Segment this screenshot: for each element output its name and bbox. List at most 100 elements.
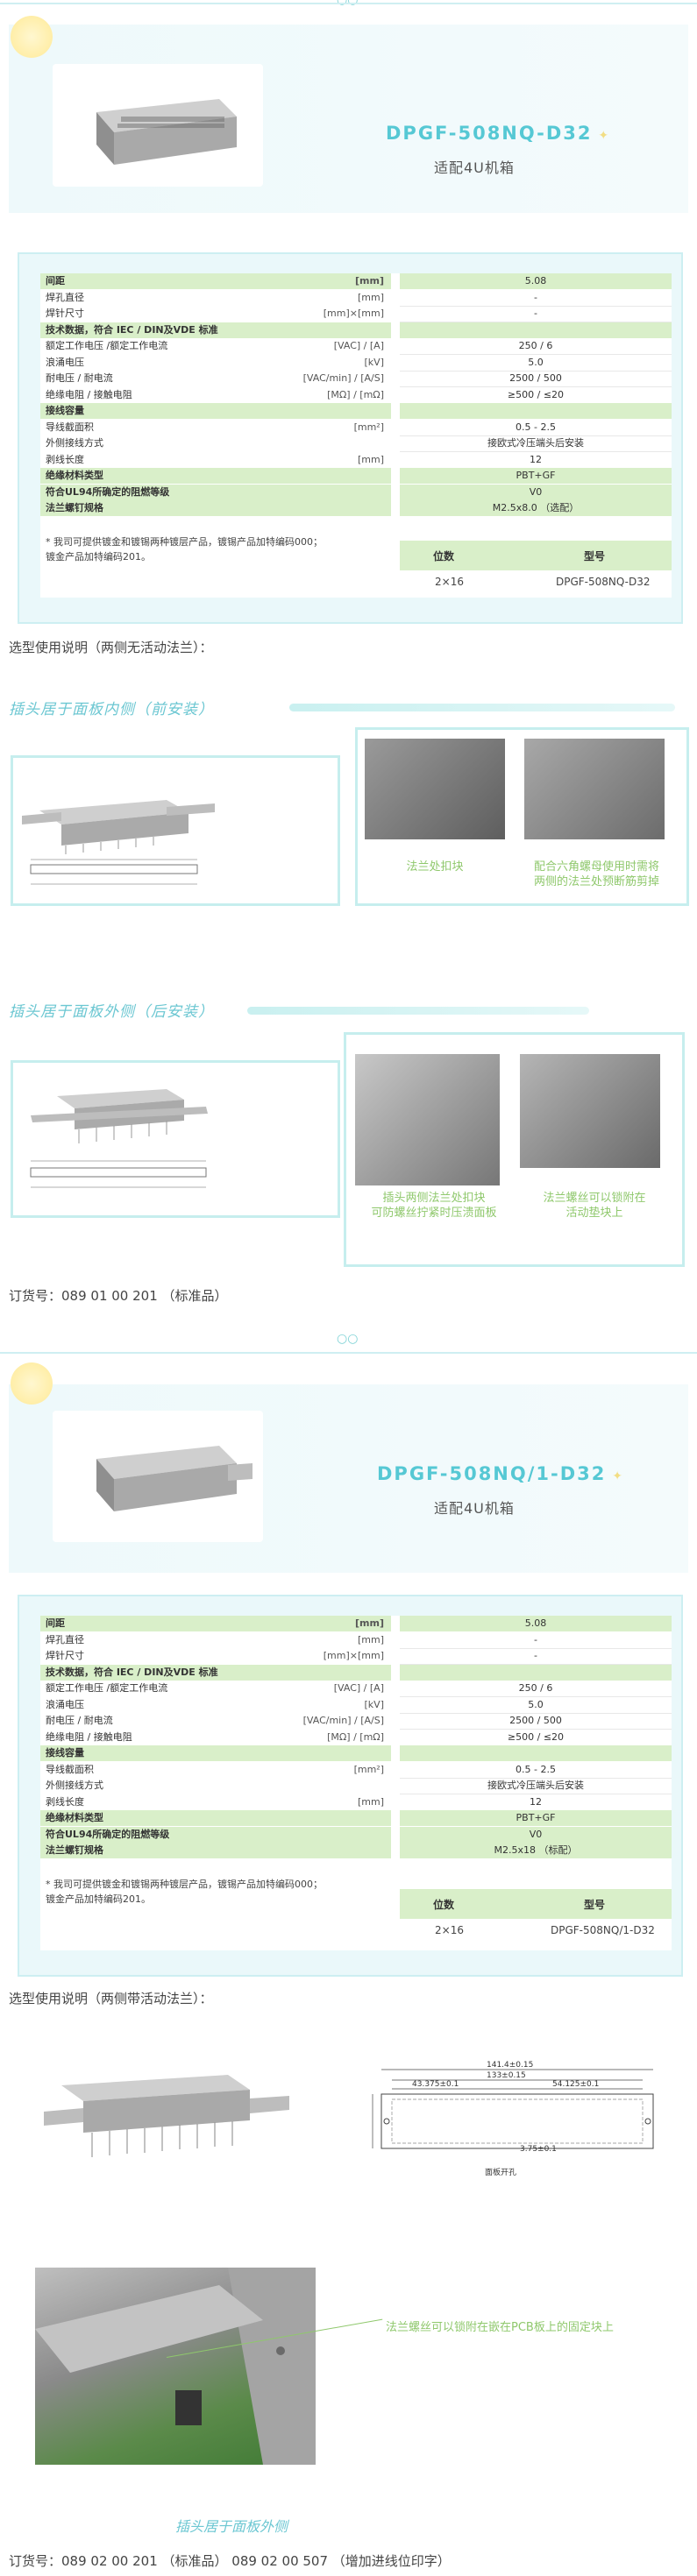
param-list-2: 间距 [mm] 焊孔直径 [mm] 焊针尺寸 [mm]×[mm] 技术数据，符合 IEC /… <box>40 1616 391 1861</box>
param-value: 250 / 6 <box>400 1681 672 1697</box>
param-row: 绝缘材料类型 <box>40 1810 391 1826</box>
param-unit: [mm²] <box>353 1763 384 1775</box>
param-unit: [mm] <box>357 1633 384 1645</box>
photo-hex-nut <box>524 739 665 839</box>
param-unit: [mm] <box>355 1617 384 1629</box>
photo-card-outer: 插头两侧法兰处扣块 可防螺丝拧紧时压溃面板 法兰螺丝可以锁附在 活动垫块上 <box>344 1032 685 1267</box>
param-row: 法兰螺钉规格 <box>40 1843 391 1858</box>
param-row: 导线截面积 [mm²] <box>40 420 391 435</box>
product-subtitle-1: 适配4U机箱 <box>434 159 515 176</box>
param-label: 间距 <box>46 1617 65 1629</box>
param-value <box>400 1664 672 1681</box>
param-unit: [MΩ] / [mΩ] <box>327 388 384 400</box>
param-label: 符合UL94所确定的阻燃等级 <box>46 485 170 498</box>
param-label: 剥线长度 <box>46 1795 84 1808</box>
param-label: 外侧接线方式 <box>46 437 103 449</box>
spec-frame-1: 间距[mm]焊孔直径[mm]焊针尺寸[mm]×[mm]技术数据，符合 IEC /… <box>18 252 683 624</box>
param-row: 绝缘电阻 / 接触电阻 [MΩ] / [mΩ] <box>40 387 391 403</box>
drawing-card-outer <box>11 1060 340 1218</box>
param-value <box>400 403 672 419</box>
param-value: 5.0 <box>400 1697 672 1714</box>
param-label: 符合UL94所确定的阻燃等级 <box>46 1828 170 1840</box>
param-row: 剥线长度[mm] <box>40 452 391 468</box>
param-value: PBT+GF <box>400 1810 672 1826</box>
param-value: 250 / 6 <box>400 338 672 355</box>
product-image-2 <box>53 1411 263 1542</box>
pos-header: 位数 <box>433 550 455 563</box>
caption-hex-nut: 配合六角螺母使用时需将 两侧的法兰处预断筋剪掉 <box>533 860 659 888</box>
param-value: - <box>400 290 672 307</box>
drawing-card-inner <box>11 755 340 906</box>
spec-table-1: 间距[mm]焊孔直径[mm]焊针尺寸[mm]×[mm]技术数据，符合 IEC /… <box>40 273 672 598</box>
caption-movable-pad: 法兰螺丝可以锁附在 活动垫块上 <box>543 1192 646 1220</box>
param-unit: [kV] <box>364 356 384 368</box>
param-value: 接欧式冷压端头后安装 <box>400 1778 672 1794</box>
spec-frame-2: 间距 [mm] 焊孔直径 [mm] 焊针尺寸 [mm]×[mm] 技术数据，符合 IEC /… <box>18 1595 683 1977</box>
param-row: 外侧接线方式 <box>40 435 391 451</box>
section-divider <box>0 1352 697 1354</box>
divider-dots: ○○ <box>337 1332 359 1346</box>
caption-flange-lock: 法兰处扣块 <box>406 860 464 874</box>
param-row: 浪涌电压[kV] <box>40 1697 391 1713</box>
caption-anti-crush: 插头两侧法兰处扣块 可防螺丝拧紧时压溃面板 <box>371 1192 497 1220</box>
heading-bar <box>247 1007 589 1015</box>
param-label: 焊孔直径 <box>46 1633 84 1645</box>
model-header: 型号 <box>584 550 606 563</box>
param-label: 技术数据，符合 IEC / DIN及VDE 标准 <box>46 323 218 336</box>
param-label: 导线截面积 <box>46 421 94 433</box>
param-label: 浪涌电压 <box>46 356 84 368</box>
product-title-1: DPGF-508NQ-D32 ✦ <box>386 123 611 144</box>
param-label: 剥线长度 <box>46 453 84 465</box>
param-label: 绝缘电阻 / 接触电阻 <box>46 388 132 400</box>
param-unit: [mm] <box>357 291 384 303</box>
param-row: 符合UL94所确定的阻燃等级 <box>40 1826 391 1843</box>
param-list-1: 间距[mm]焊孔直径[mm]焊针尺寸[mm]×[mm]技术数据，符合 IEC /… <box>40 273 391 519</box>
pos-header: 位数 <box>433 1899 455 1911</box>
param-row: 法兰螺钉规格 <box>40 500 391 516</box>
param-value: - <box>400 1632 672 1649</box>
param-row: 耐电压 / 耐电流[VAC/min] / [A/S] <box>40 1713 391 1729</box>
param-value: V0 <box>400 484 672 500</box>
param-label: 额定工作电压 /额定工作电流 <box>46 340 168 351</box>
photo-card-inner: 法兰处扣块 配合六角螺母使用时需将 两侧的法兰处预断筋剪掉 <box>355 727 689 906</box>
param-row: 符合UL94所确定的阻燃等级 <box>40 484 391 500</box>
param-unit: [mm²] <box>353 421 384 433</box>
param-value: 12 <box>400 452 672 469</box>
param-value: M2.5x18 （标配） <box>400 1843 672 1858</box>
param-label: 浪涌电压 <box>46 1698 84 1710</box>
top-divider <box>0 3 697 4</box>
param-row: 额定工作电压 /额定工作电流[VAC] / [A] <box>40 1681 391 1696</box>
param-row: 剥线长度[mm] <box>40 1794 391 1810</box>
model-table-header-2: 位数 型号 <box>400 1889 672 1919</box>
hero-banner-1: DPGF-508NQ-D32 ✦ 适配4U机箱 <box>9 16 688 213</box>
param-row: 焊孔直径 [mm] <box>40 1632 391 1648</box>
param-row: 耐电压 / 耐电流[VAC/min] / [A/S] <box>40 371 391 386</box>
param-unit: [MΩ] / [mΩ] <box>327 1730 384 1743</box>
param-label: 外侧接线方式 <box>46 1780 103 1791</box>
param-label: 技术数据，符合 IEC / DIN及VDE 标准 <box>46 1666 218 1678</box>
param-value: 0.5 - 2.5 <box>400 1762 672 1779</box>
param-value: 5.0 <box>400 355 672 372</box>
assembly-render <box>35 2268 316 2465</box>
param-value: 2500 / 500 <box>400 1713 672 1730</box>
param-value: 12 <box>400 1794 672 1811</box>
param-value: 接欧式冷压端头后安装 <box>400 435 672 452</box>
photo-movable-pad <box>520 1054 660 1168</box>
model-value: DPGF-508NQ/1-D32 <box>551 1924 655 1936</box>
param-label: 焊孔直径 <box>46 291 84 303</box>
param-value: 2500 / 500 <box>400 371 672 387</box>
model-row-1: 2×16 DPGF-508NQ-D32 <box>400 574 672 591</box>
param-row: 接线容量 <box>40 1745 391 1761</box>
heading-outer-install: 插头居于面板外侧（后安装） <box>9 1003 214 1021</box>
param-unit: [mm]×[mm] <box>323 1650 384 1661</box>
dim-small: 3.75±0.1 <box>520 2145 557 2154</box>
param-label: 法兰螺钉规格 <box>46 1844 103 1856</box>
param-label: 焊针尺寸 <box>46 1650 84 1661</box>
param-label: 法兰螺钉规格 <box>46 502 103 513</box>
pos-value: 2×16 <box>435 576 464 588</box>
product-title-2: DPGF-508NQ/1-D32 ✦ <box>377 1463 624 1484</box>
param-row: 接线容量 <box>40 403 391 419</box>
param-unit: [VAC] / [A] <box>333 1682 384 1694</box>
